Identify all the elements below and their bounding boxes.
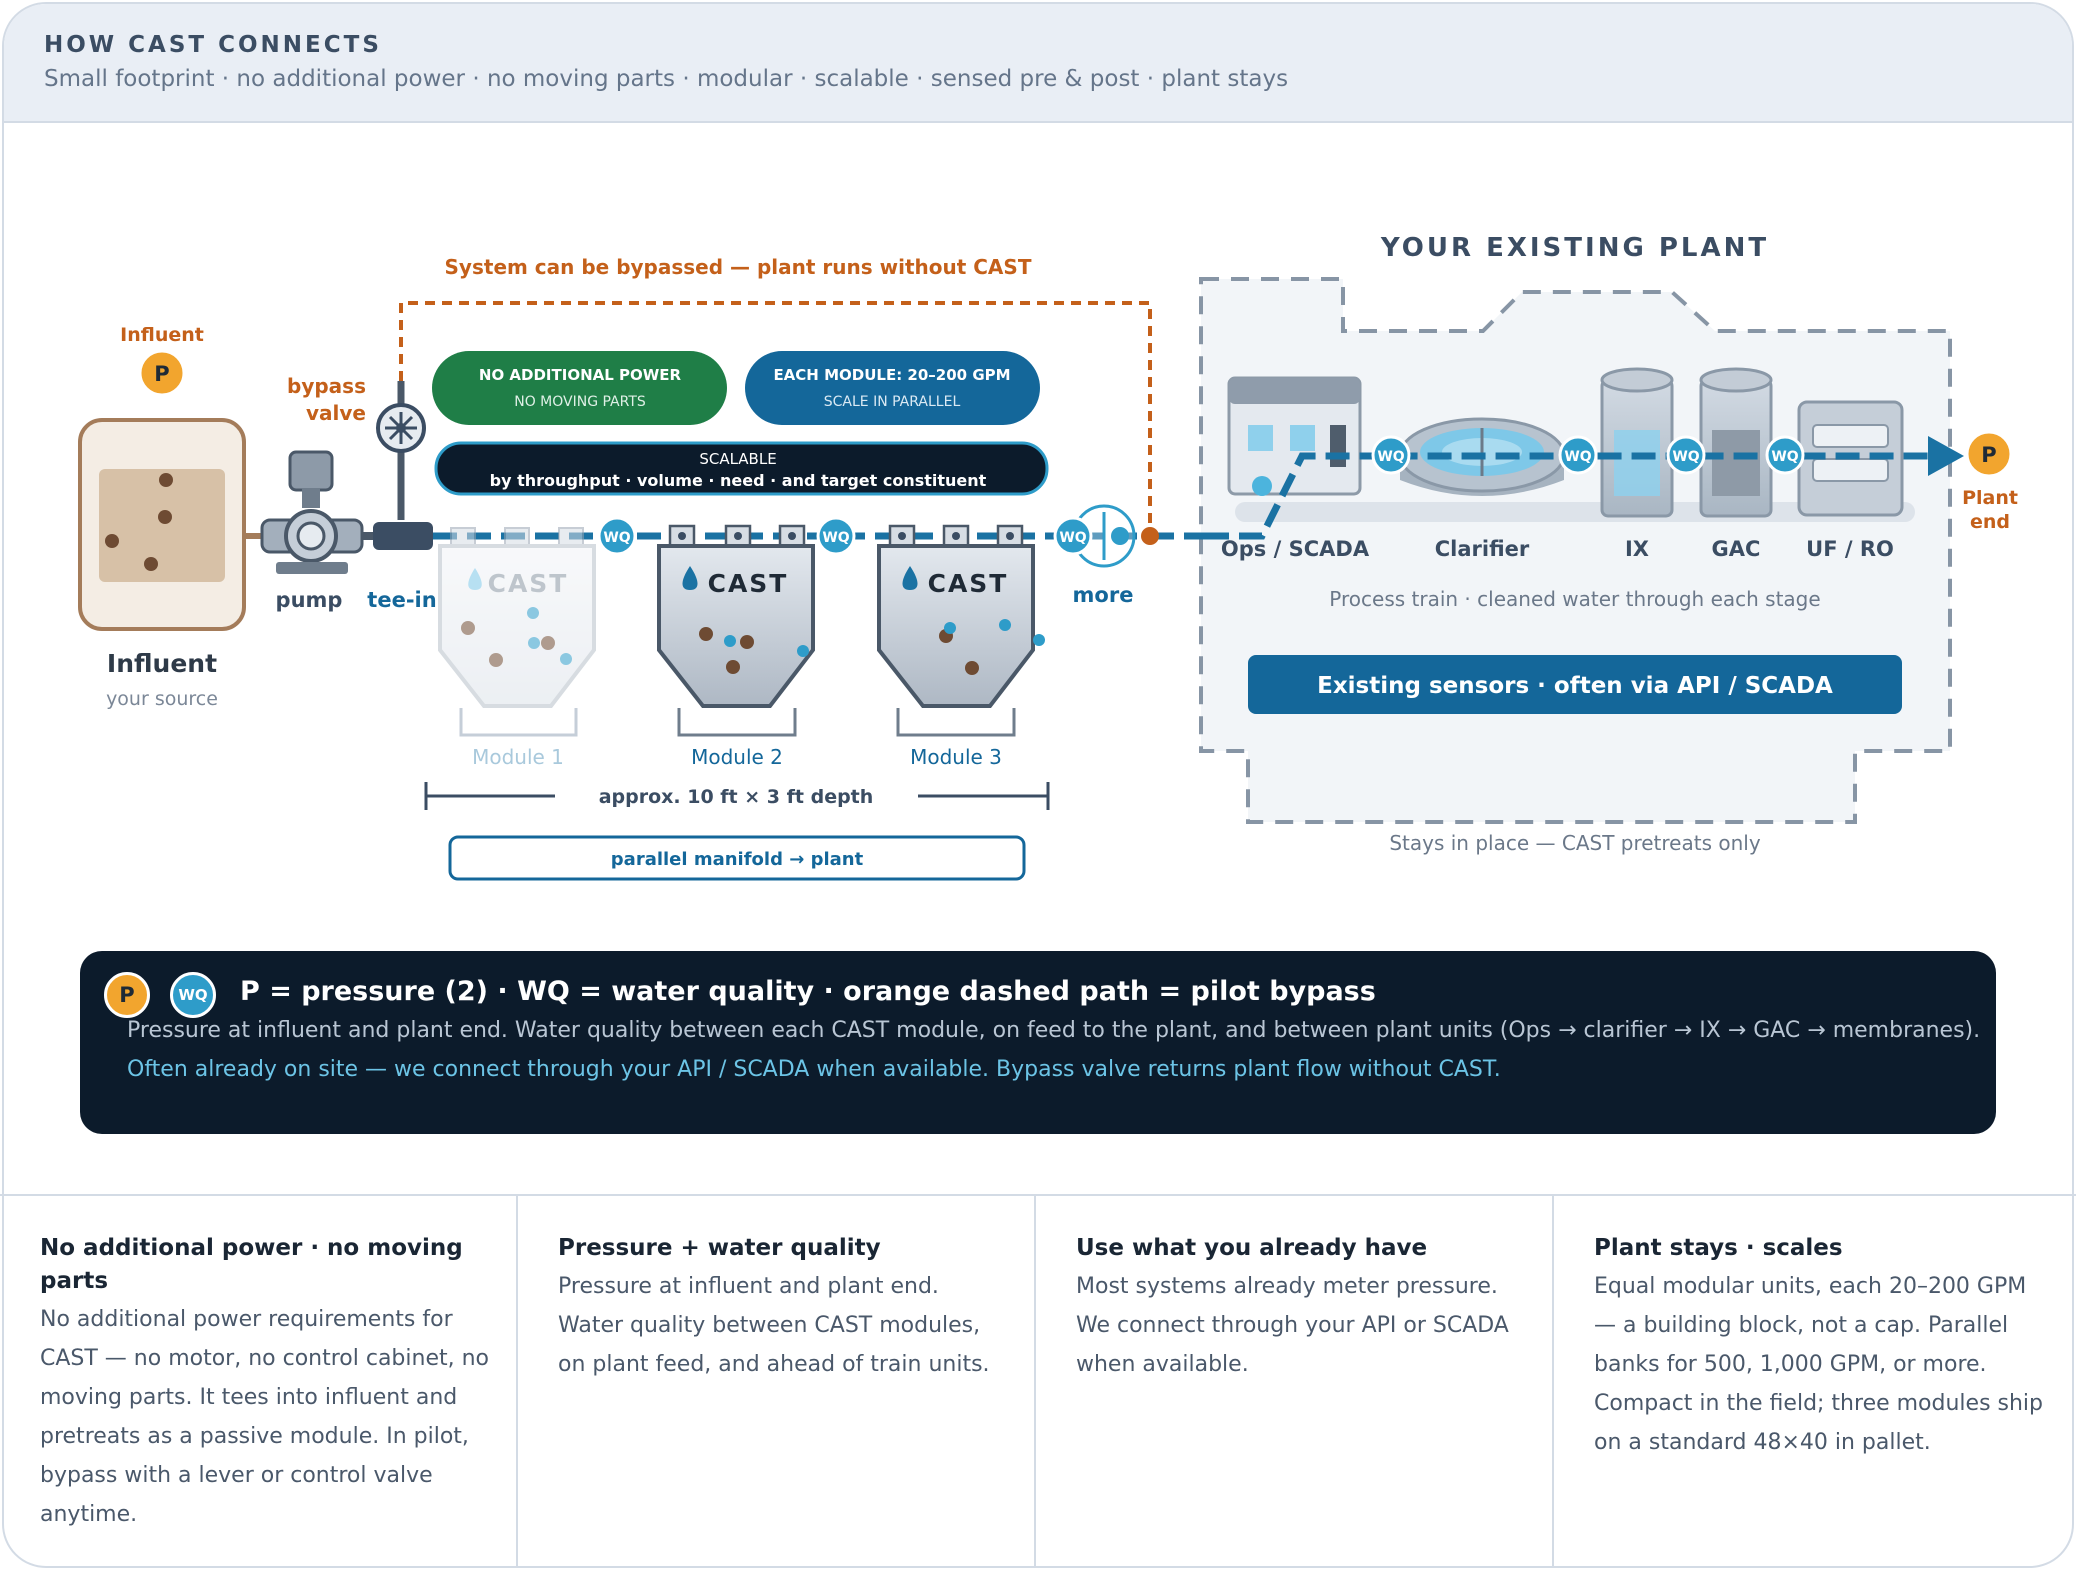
plant-unit-label-ix: IX [1625, 537, 1649, 561]
svg-text:SCALABLE: SCALABLE [699, 450, 776, 468]
plant-title: YOUR EXISTING PLANT [1380, 233, 1769, 263]
wq-sensor-plant-feed: WQ [1053, 516, 1093, 556]
bypass-junction [1141, 527, 1159, 545]
feature-body: No additional power requirements for CAS… [40, 1307, 490, 1527]
svg-text:WQ: WQ [822, 530, 849, 546]
svg-text:EACH MODULE: 20–200 GPM: EACH MODULE: 20–200 GPM [773, 366, 1010, 384]
svg-text:NO ADDITIONAL POWER: NO ADDITIONAL POWER [479, 366, 682, 384]
plant-unit-label-uf-ro: UF / RO [1806, 537, 1894, 561]
wq-sensor-gac-membranes: WQ [1765, 435, 1805, 475]
plant-end-label-2: end [1970, 511, 2010, 533]
svg-text:CAST: CAST [708, 569, 789, 598]
bypass-valve-wheel-icon [376, 403, 426, 453]
influent-pressure-badge: P [138, 349, 186, 397]
feature-column: No additional power · no moving parts No… [0, 1196, 518, 1568]
plant-end-label-1: Plant [1962, 487, 2018, 509]
pump [260, 450, 364, 574]
cast-module-3: CAST [877, 524, 1045, 708]
cast-module-1: CAST [438, 527, 596, 708]
svg-text:WQ: WQ [1672, 449, 1699, 465]
svg-text:parallel manifold → plant: parallel manifold → plant [611, 849, 864, 870]
gac-tank [1699, 367, 1773, 518]
plant-end-pressure-badge: P [1965, 430, 2013, 478]
feature-body: Pressure at influent and plant end. Wate… [558, 1274, 990, 1377]
svg-text:P: P [154, 362, 169, 386]
influent-sub: your source [106, 688, 218, 710]
tee-in-label: tee-in [367, 588, 436, 612]
bypass-path [399, 301, 1152, 536]
module-2-bracket [677, 708, 797, 737]
legend-pressure-badge: P [104, 972, 150, 1018]
wq-sensor-ix-gac: WQ [1666, 435, 1706, 475]
legend-description: Pressure at influent and plant end. Wate… [127, 1018, 1981, 1043]
pill-module-capacity: EACH MODULE: 20–200 GPM SCALE IN PARALLE… [745, 351, 1040, 425]
tee-in-fitting [373, 522, 433, 550]
cast-module-2: CAST [657, 524, 815, 708]
page-title: HOW CAST CONNECTS [44, 32, 382, 58]
module-1-bracket [459, 708, 578, 737]
svg-text:SCALE IN PARALLEL: SCALE IN PARALLEL [824, 394, 961, 410]
header: HOW CAST CONNECTS Small footprint · no a… [4, 4, 2072, 123]
svg-text:WQ: WQ [1771, 449, 1798, 465]
legend-panel [80, 951, 1996, 1134]
plant-unit-label-ops: Ops / SCADA [1221, 537, 1370, 561]
svg-text:Existing sensors · often via A: Existing sensors · often via API / SCADA [1317, 673, 1833, 699]
plant-unit-label-gac: GAC [1712, 537, 1761, 561]
svg-text:WQ: WQ [603, 530, 630, 546]
module-2-label: Module 2 [691, 745, 783, 769]
feature-title: Use what you already have [1076, 1235, 1428, 1261]
influent-badge-label: Influent [120, 324, 204, 346]
plant-unit-label-clarifier: Clarifier [1435, 537, 1530, 561]
wq-sensor-after-module-1: WQ [597, 516, 637, 556]
stays-note: Stays in place — CAST pretreats only [1389, 831, 1760, 855]
feature-column: Use what you already have Most systems a… [1036, 1196, 1554, 1568]
ix-tank [1600, 367, 1674, 518]
wq-sensor-ops-clarifier: WQ [1371, 435, 1411, 475]
feature-column: Pressure + water quality Pressure at inf… [518, 1196, 1036, 1568]
process-note: Process train · cleaned water through ea… [1329, 587, 1820, 611]
pump-label: pump [276, 588, 343, 612]
module-1-label: Module 1 [472, 745, 564, 769]
influent-source-tank [78, 418, 246, 631]
svg-text:CAST: CAST [928, 569, 1009, 598]
parallel-manifold: parallel manifold → plant [448, 835, 1026, 881]
svg-text:CAST: CAST [488, 569, 569, 598]
feature-title: No additional power · no moving parts [40, 1235, 463, 1294]
feature-columns: No additional power · no moving parts No… [0, 1194, 2076, 1568]
svg-text:WQ: WQ [1377, 449, 1404, 465]
feature-title: Pressure + water quality [558, 1235, 881, 1261]
page-subtitle: Small footprint · no additional power · … [44, 66, 1289, 92]
wq-sensor-clarifier-ix: WQ [1558, 435, 1598, 475]
svg-text:P: P [1981, 443, 1996, 467]
bypass-note: System can be bypassed — plant runs with… [445, 255, 1032, 279]
ops-scada-panel [1227, 376, 1362, 496]
feature-body: Most systems already meter pressure. We … [1076, 1274, 1509, 1377]
dimension-label: approx. 10 ft × 3 ft depth [599, 786, 874, 808]
plant-flow-arrowhead [1928, 436, 1964, 476]
legend-title: P = pressure (2) · WQ = water quality · … [240, 976, 1376, 1007]
pill-no-power: NO ADDITIONAL POWER NO MOVING PARTS [432, 351, 727, 425]
svg-text:NO MOVING PARTS: NO MOVING PARTS [514, 394, 646, 410]
svg-text:WQ: WQ [1564, 449, 1591, 465]
feature-title: Plant stays · scales [1594, 1235, 1843, 1261]
module-3-label: Module 3 [910, 745, 1002, 769]
svg-text:WQ: WQ [1059, 530, 1086, 546]
pill-scalable: SCALABLE by throughput · volume · need ·… [434, 441, 1049, 496]
ops-sensor-dot [1252, 476, 1272, 496]
bypass-valve-label-1: bypass [287, 374, 366, 398]
dimension-line [424, 782, 1050, 810]
feature-body: Equal modular units, each 20–200 GPM — a… [1594, 1274, 2044, 1455]
svg-text:by throughput · volume · need: by throughput · volume · need · and targ… [490, 471, 987, 490]
bypass-valve-label-2: valve [306, 401, 366, 425]
wq-sensor-after-module-2: WQ [816, 516, 856, 556]
legend-wq-badge: WQ [170, 972, 216, 1018]
influent-name: Influent [107, 649, 217, 678]
feature-column: Plant stays · scales Equal modular units… [1554, 1196, 2072, 1568]
more-label: more [1073, 583, 1134, 607]
legend-note: Often already on site — we connect throu… [127, 1057, 1501, 1082]
existing-sensors-bar: Existing sensors · often via API / SCADA [1248, 655, 1902, 714]
module-3-bracket [896, 708, 1016, 737]
